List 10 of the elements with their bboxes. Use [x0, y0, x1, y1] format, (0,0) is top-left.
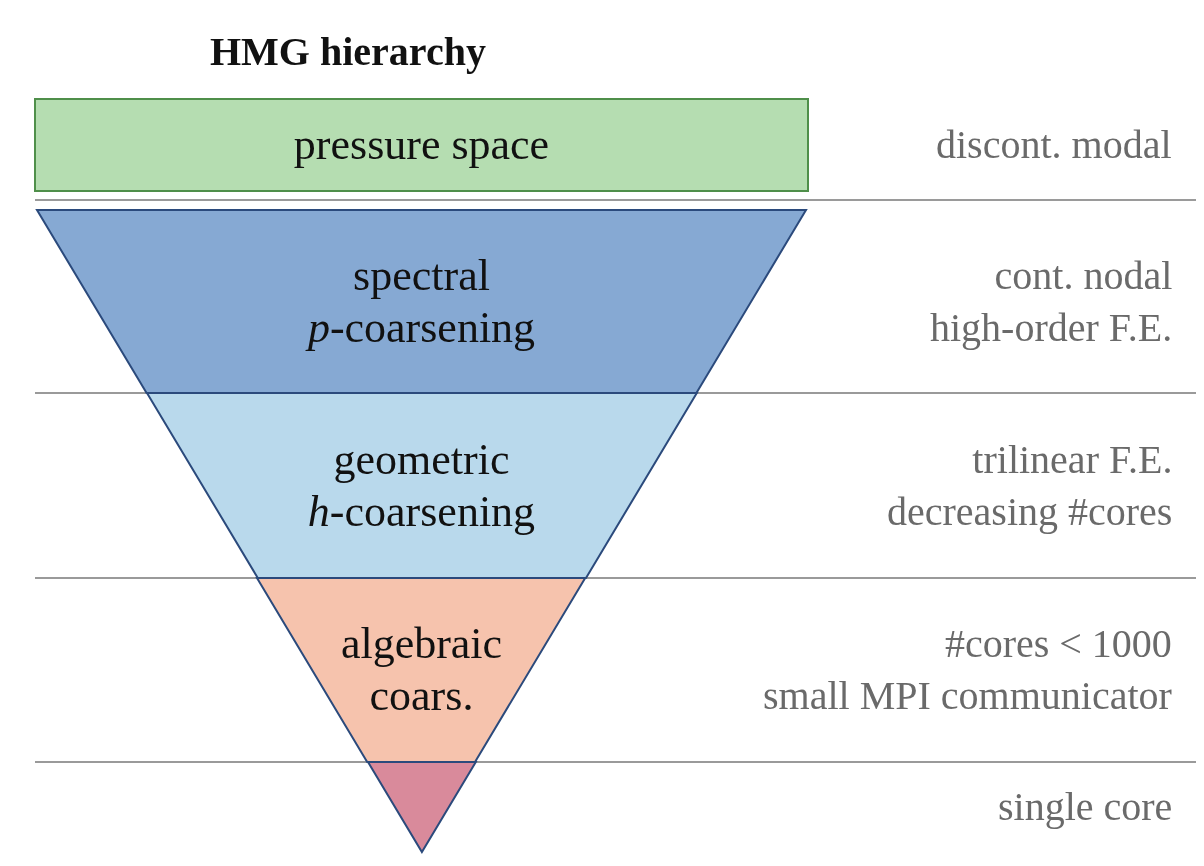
diagram-title: HMG hierarchy	[210, 28, 486, 75]
level-label: spectral p-coarsening	[307, 249, 536, 354]
level-description: #cores < 1000 small MPI communicator	[763, 620, 1172, 720]
level-description: discont. modal	[936, 121, 1172, 169]
level-description: cont. nodal high-order F.E.	[930, 251, 1173, 352]
level-label: geometric h-coarsening	[307, 433, 536, 538]
level-label: algebraic coars.	[340, 618, 503, 722]
level-label: pressure space	[293, 119, 550, 171]
level-description: trilinear F.E. decreasing #cores	[887, 435, 1173, 536]
level-description: single core	[998, 783, 1173, 831]
